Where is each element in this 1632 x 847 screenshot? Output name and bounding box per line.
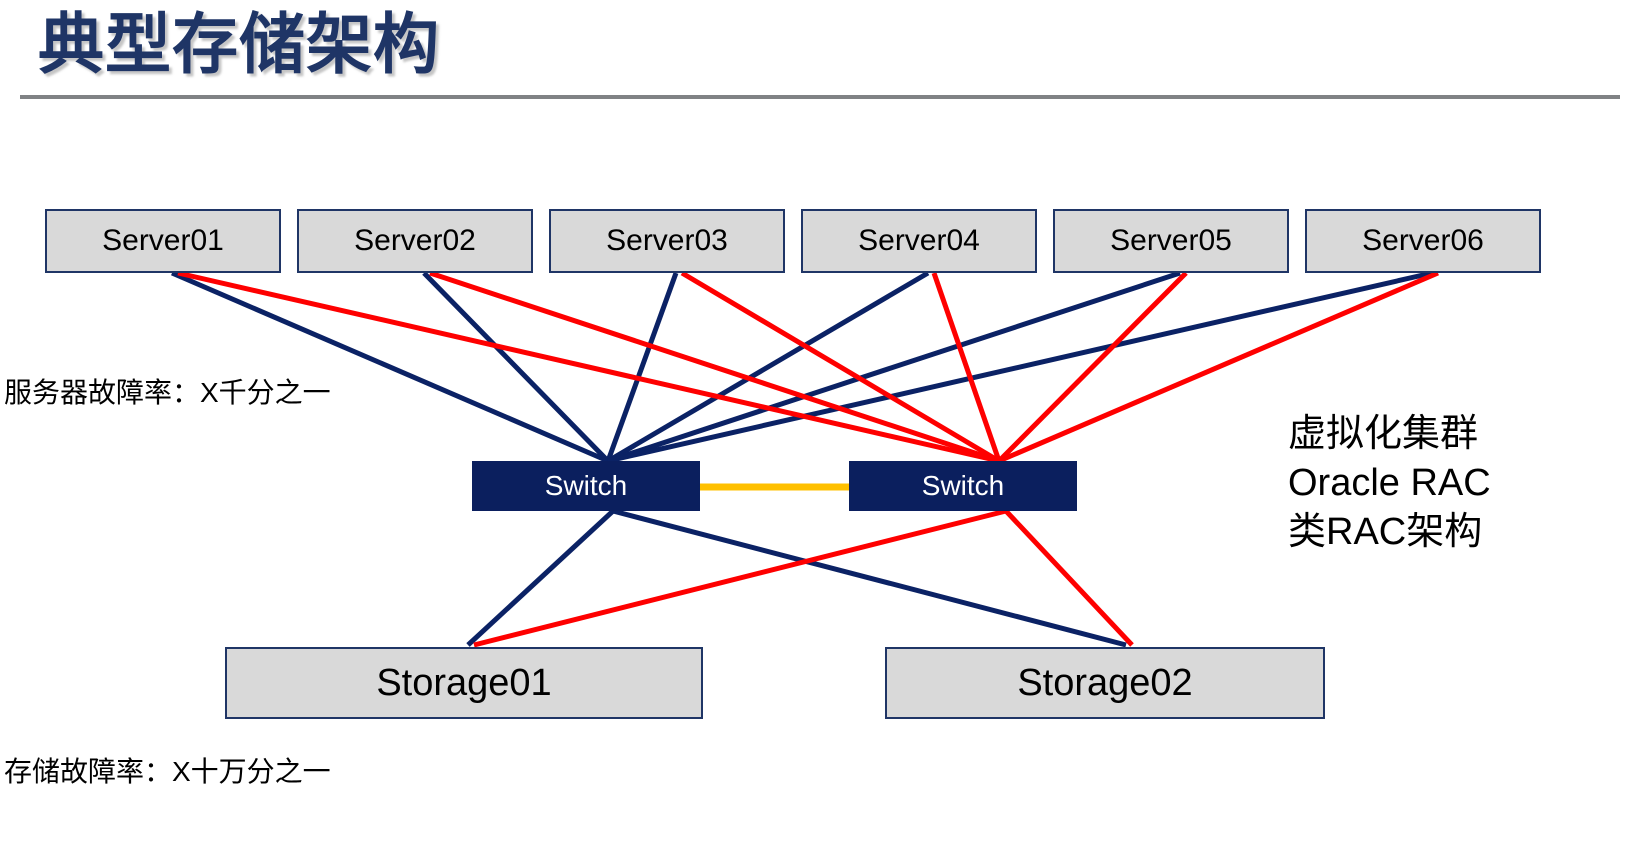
node-server01[interactable]: Server01 [45, 209, 281, 273]
link-server01-to-switch-left [171, 270, 609, 464]
node-label: Storage01 [376, 661, 552, 704]
node-server05[interactable]: Server05 [1053, 209, 1289, 273]
node-label: Server02 [354, 224, 476, 257]
cluster-line-3: 类RAC架构 [1288, 511, 1483, 553]
node-label: Server04 [858, 224, 980, 257]
link-server02-to-switch-right [429, 270, 1000, 464]
node-label: Server01 [102, 224, 224, 257]
link-server05-to-switch-right [997, 271, 1188, 463]
node-label: Server06 [1362, 224, 1484, 257]
annotation-cluster-types: 虚拟化集群 Oracle RAC 类RAC架构 [1288, 410, 1491, 557]
page-title: 典型存储架构 [38, 7, 440, 81]
link-server04-to-switch-right [931, 272, 1002, 462]
node-label: Storage02 [1017, 661, 1193, 704]
node-label: Switch [544, 470, 628, 501]
node-switch-right[interactable]: Switch [849, 461, 1077, 511]
node-switch-left[interactable]: Switch [472, 461, 700, 511]
cluster-line-1: 虚拟化集群 [1288, 413, 1479, 455]
node-server04[interactable]: Server04 [801, 209, 1037, 273]
annotation-storage-failure-rate: 存储故障率：X十万分之一 [4, 756, 331, 787]
node-server02[interactable]: Server02 [297, 209, 533, 273]
link-server05-to-switch-left [607, 270, 1181, 464]
link-server02-to-switch-left [422, 271, 610, 463]
link-server03-to-switch-right [680, 270, 1001, 464]
link-server03-to-switch-left [605, 272, 679, 462]
node-label: Server03 [606, 224, 728, 257]
link-server06-to-switch-left [607, 270, 1433, 464]
link-server06-to-switch-right [998, 270, 1439, 464]
annotation-server-failure-rate: 服务器故障率：X千分之一 [4, 377, 331, 408]
node-label: Server05 [1110, 224, 1232, 257]
node-label: Switch [921, 470, 1005, 501]
link-switch-right-to-storage01 [473, 508, 1007, 648]
link-switch-left-to-storage01 [466, 509, 615, 647]
node-server06[interactable]: Server06 [1305, 209, 1541, 273]
title-divider [20, 95, 1620, 99]
link-server04-to-switch-left [606, 270, 930, 464]
link-switch-right-to-storage02 [1004, 509, 1134, 647]
cluster-line-2: Oracle RAC [1288, 462, 1491, 504]
node-storage02[interactable]: Storage02 [885, 647, 1325, 719]
link-server01-to-switch-right [177, 270, 1000, 464]
link-switch-left-to-storage02 [612, 508, 1127, 648]
node-server03[interactable]: Server03 [549, 209, 785, 273]
node-storage01[interactable]: Storage01 [225, 647, 703, 719]
